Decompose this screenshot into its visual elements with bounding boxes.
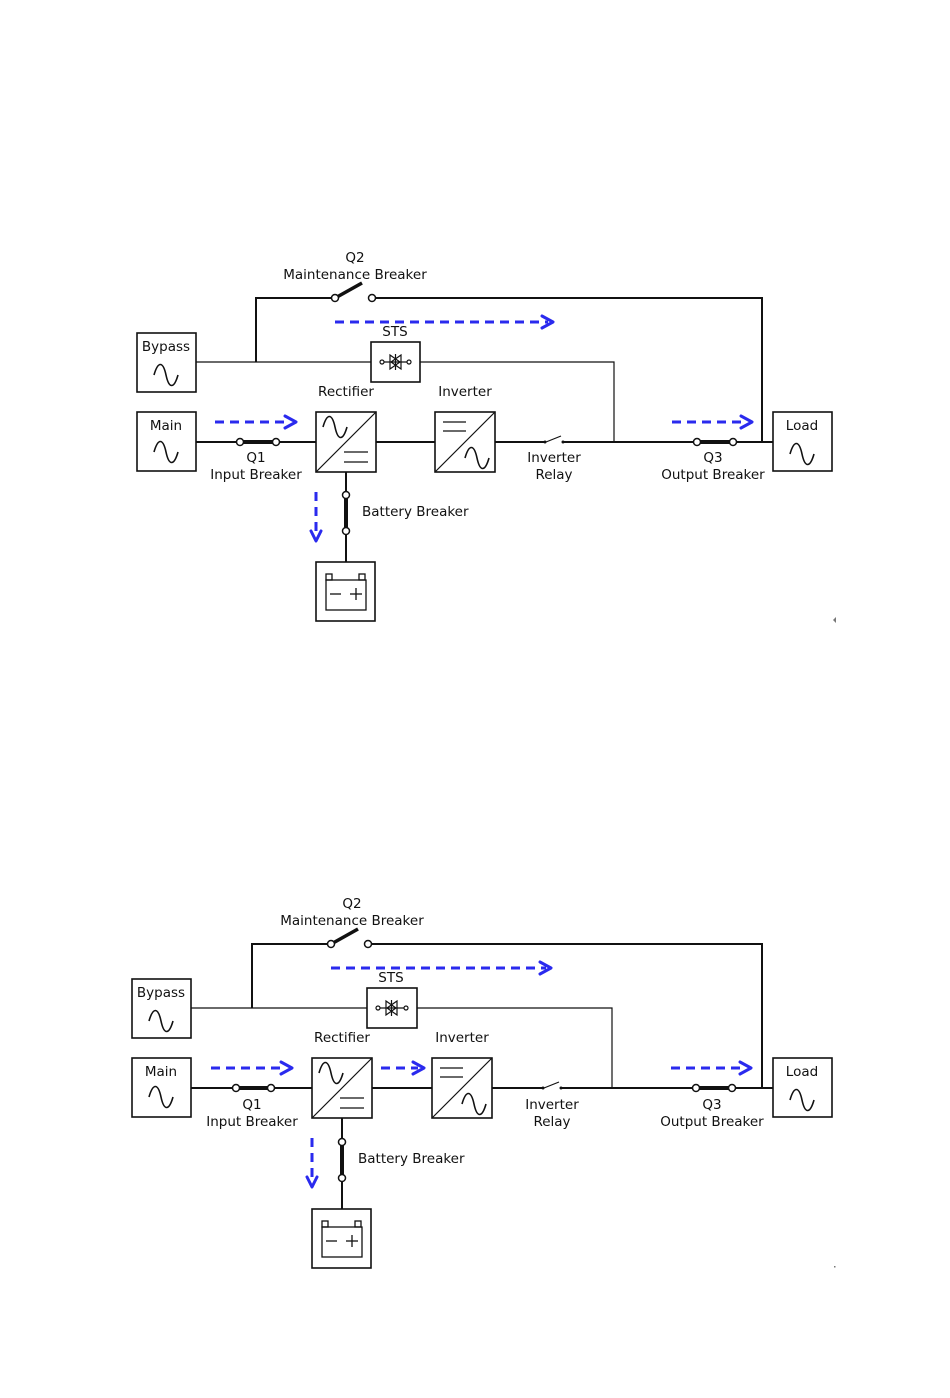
inverter-diagonal — [431, 1057, 493, 1119]
page-mark — [834, 1266, 836, 1268]
flow-arrow-main-to-rectifier — [211, 1060, 294, 1076]
flow-arrow-output-to-load — [671, 1060, 753, 1076]
q1-name-label: Input Breaker — [206, 1114, 298, 1130]
q1-id-label: Q1 — [242, 1097, 261, 1113]
flow-arrow-bypass — [331, 960, 553, 976]
dc-lines-icon — [344, 451, 368, 463]
main-label: Main — [145, 1064, 177, 1080]
q2-maintenance-breaker — [326, 927, 373, 949]
main-source-box — [136, 411, 197, 472]
bypass-source-box — [131, 978, 192, 1039]
ups-diagram-1: Q2 Maintenance Breaker STS Bypass Main Q… — [136, 250, 836, 623]
ups-diagram-2: Q2 Maintenance Breaker STS Bypass Main Q… — [131, 896, 836, 1269]
battery-icon — [321, 1220, 363, 1258]
load-box — [772, 1057, 833, 1118]
q3-id-label: Q3 — [702, 1097, 721, 1113]
inverter-relay-switch — [541, 1081, 563, 1090]
q3-name-label: Output Breaker — [660, 1114, 764, 1130]
q2-right-wire — [372, 297, 763, 442]
flow-arrow-bypass — [335, 314, 555, 330]
sts-label: STS — [382, 324, 407, 340]
inverter-relay-switch — [543, 435, 565, 444]
battery-breaker-label: Battery Breaker — [358, 1151, 465, 1167]
battery-breaker — [341, 490, 351, 536]
q1-id-label: Q1 — [246, 450, 265, 466]
battery-icon — [325, 573, 367, 611]
rectifier-label: Rectifier — [314, 1030, 370, 1046]
bypass-label: Bypass — [142, 339, 190, 355]
inverter-label: Inverter — [435, 1030, 489, 1046]
flow-arrow-main-to-rectifier — [215, 414, 298, 430]
q2-left-wire — [251, 943, 331, 1008]
q2-id-label: Q2 — [345, 250, 364, 266]
dc-lines-icon — [340, 1097, 364, 1109]
dc-lines-icon — [443, 421, 466, 432]
q1-input-breaker — [231, 1083, 276, 1093]
q2-right-wire — [368, 943, 763, 1088]
q2-name-label: Maintenance Breaker — [280, 913, 424, 929]
inverter-diagonal — [434, 411, 496, 473]
inverter-relay-label-2: Relay — [533, 1114, 570, 1130]
q3-id-label: Q3 — [703, 450, 722, 466]
dc-lines-icon — [440, 1067, 463, 1078]
sts-out-wire — [417, 1007, 613, 1088]
q2-left-wire — [255, 297, 335, 362]
rectifier-diagonal — [315, 411, 377, 473]
main-label: Main — [150, 418, 182, 434]
q1-input-breaker — [235, 437, 281, 447]
q2-id-label: Q2 — [342, 896, 361, 912]
inverter-relay-label-1: Inverter — [527, 450, 581, 466]
flow-arrow-rectifier-to-battery — [309, 492, 323, 543]
q3-output-breaker — [692, 437, 738, 447]
load-label: Load — [786, 418, 818, 434]
inverter-relay-label-1: Inverter — [525, 1097, 579, 1113]
battery-breaker — [337, 1137, 347, 1183]
inverter-relay-label-2: Relay — [535, 467, 572, 483]
rectifier-label: Rectifier — [318, 384, 374, 400]
flow-arrow-rectifier-to-battery — [305, 1138, 319, 1189]
flow-arrow-rectifier-to-inverter — [381, 1060, 426, 1076]
q2-name-label: Maintenance Breaker — [283, 267, 427, 283]
battery-breaker-label: Battery Breaker — [362, 504, 469, 520]
q2-maintenance-breaker — [330, 281, 377, 303]
load-label: Load — [786, 1064, 818, 1080]
sts-out-wire — [420, 361, 615, 442]
bypass-label: Bypass — [137, 985, 185, 1001]
inverter-label: Inverter — [438, 384, 492, 400]
bypass-source-box — [136, 332, 197, 393]
q1-name-label: Input Breaker — [210, 467, 302, 483]
q3-output-breaker — [691, 1083, 737, 1093]
page-mark — [833, 617, 836, 623]
sts-label: STS — [378, 970, 403, 986]
thyristor-icon — [375, 999, 409, 1017]
q3-name-label: Output Breaker — [661, 467, 765, 483]
rectifier-diagonal — [311, 1057, 373, 1119]
load-box — [772, 411, 833, 472]
main-source-box — [131, 1057, 192, 1118]
flow-arrow-output-to-load — [672, 414, 754, 430]
thyristor-icon — [379, 353, 412, 371]
